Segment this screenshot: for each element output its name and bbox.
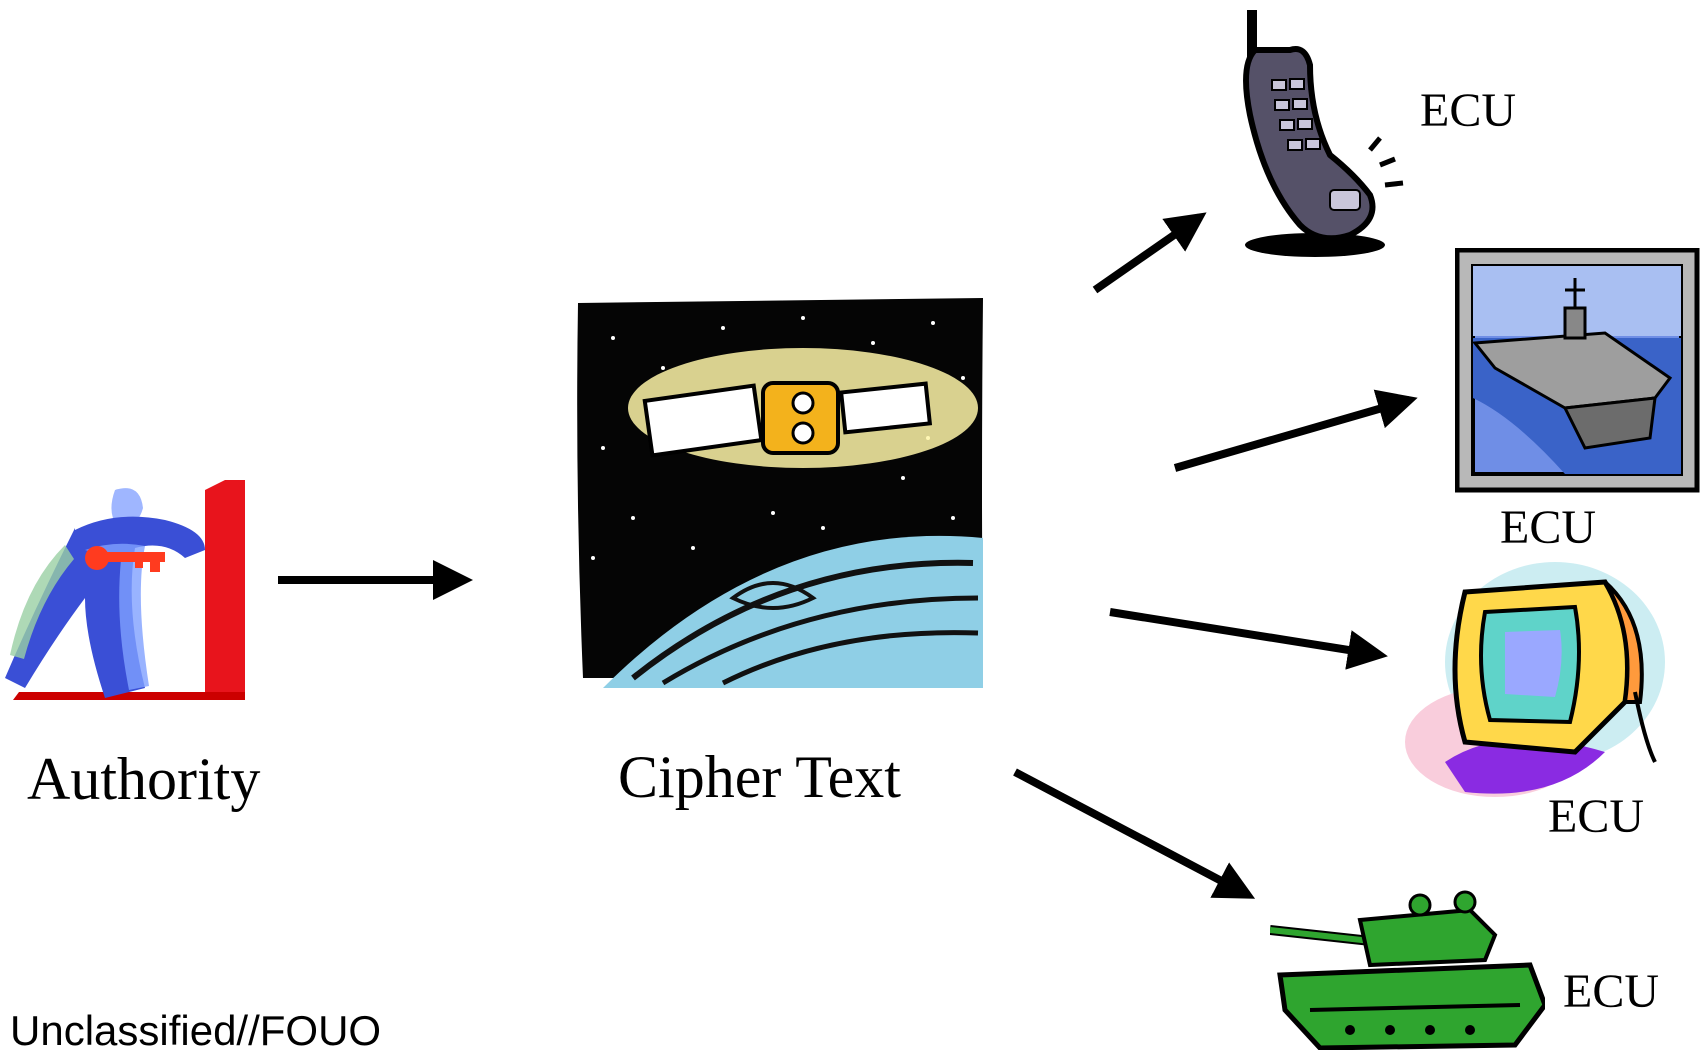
person-with-key-icon [5,480,245,700]
ecu-tank-label: ECU [1563,965,1659,1018]
ecu-computer-label: ECU [1548,790,1644,843]
tank-icon [1270,890,1545,1050]
cipher-text-label: Cipher Text [618,744,901,810]
authority-label: Authority [27,746,261,812]
arrow-cipher-to-tank [1013,768,1256,899]
ecu-ship-label: ECU [1500,501,1596,554]
aircraft-carrier-icon [1455,248,1700,493]
computer-monitor-icon [1405,562,1665,797]
cell-phone-icon [1243,10,1404,257]
arrow-cipher-to-computer [1109,608,1388,670]
ecu-phone-label: ECU [1420,84,1516,137]
classification-marking: Unclassified//FOUO [10,1007,382,1054]
arrow-cipher-to-ship [1173,389,1418,472]
satellite-space-icon [577,298,983,688]
arrow-cipher-to-phone [1092,212,1207,294]
